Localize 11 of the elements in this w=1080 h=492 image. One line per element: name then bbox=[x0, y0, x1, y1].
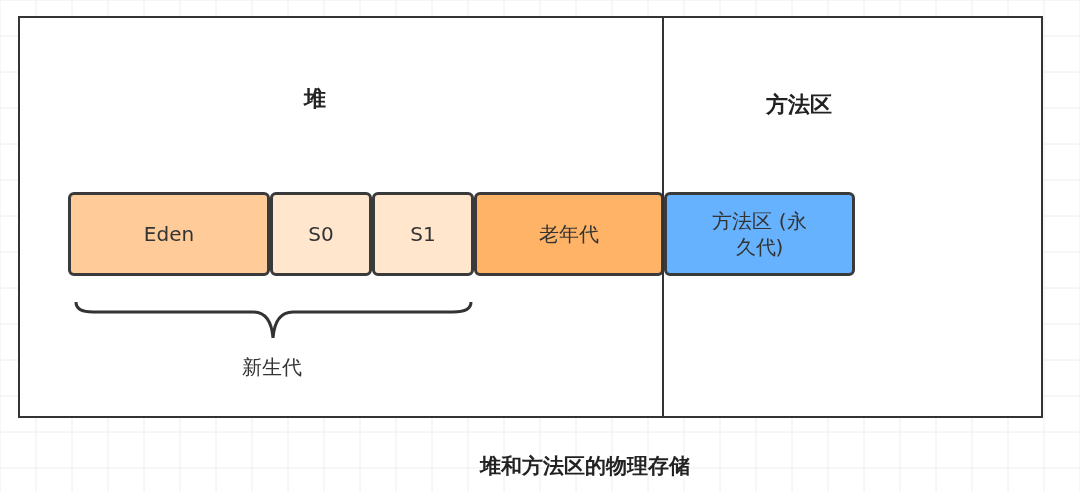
memory-block: 老年代 bbox=[474, 192, 664, 276]
memory-block: S0 bbox=[270, 192, 372, 276]
region-heading: 方法区 bbox=[766, 91, 832, 119]
memory-block: Eden bbox=[68, 192, 270, 276]
memory-region-box bbox=[662, 16, 1043, 418]
region-heading: 堆 bbox=[304, 85, 326, 113]
memory-region-box bbox=[18, 16, 664, 418]
caption: 堆和方法区的物理存储 bbox=[480, 453, 690, 480]
memory-block: S1 bbox=[372, 192, 474, 276]
brace-label: 新生代 bbox=[242, 354, 302, 381]
memory-block: 方法区 (永久代) bbox=[664, 192, 855, 276]
